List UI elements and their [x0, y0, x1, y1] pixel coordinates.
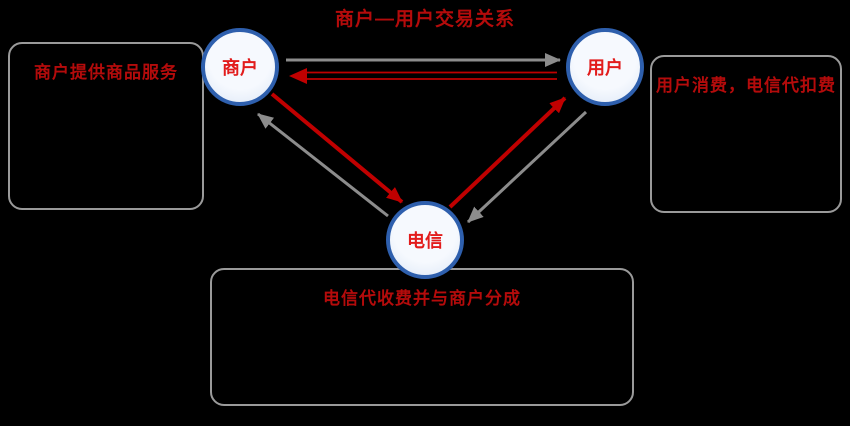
note-box-user: 用户消费，电信代扣费	[650, 55, 842, 213]
diagram-title: 商户—用户交易关系	[334, 9, 515, 30]
arrow-telecom-to-user-red	[448, 96, 567, 209]
arrow-user-to-telecom-gray	[466, 110, 588, 224]
node-merchant: 商户	[201, 28, 279, 106]
node-user: 用户	[566, 28, 644, 106]
arrow-merchant-to-telecom-red	[270, 92, 404, 204]
note-text-merchant: 商户提供商品服务	[34, 63, 178, 82]
node-merchant-label: 商户	[222, 58, 258, 78]
note-text-user: 用户消费，电信代扣费	[656, 76, 836, 95]
node-telecom-label: 电信	[407, 231, 443, 251]
node-telecom: 电信	[386, 201, 464, 279]
node-user-label: 用户	[587, 58, 623, 78]
note-text-telecom: 电信代收费并与商户分成	[323, 289, 521, 308]
arrow-telecom-to-merchant-gray	[257, 112, 389, 218]
arrow-user-to-merchant-red-head	[289, 68, 307, 84]
note-box-merchant: 商户提供商品服务	[8, 42, 204, 210]
